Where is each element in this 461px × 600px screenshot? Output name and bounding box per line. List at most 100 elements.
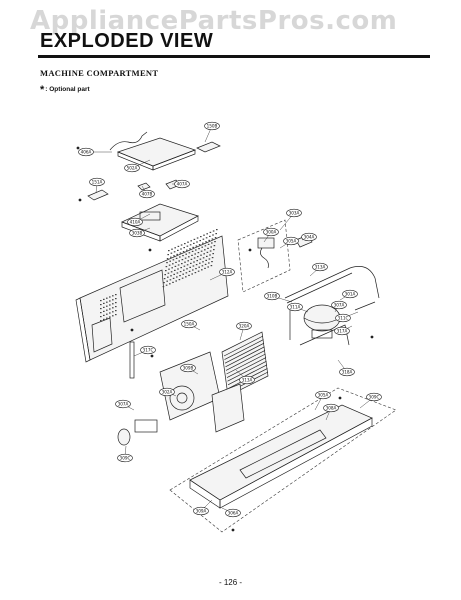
grille-slot bbox=[106, 301, 108, 303]
grille-slot bbox=[180, 244, 183, 246]
callout-label: 302A bbox=[162, 390, 173, 395]
title-rule bbox=[38, 55, 430, 58]
callout-label: 309C bbox=[120, 456, 131, 461]
page-number: - 126 - bbox=[218, 578, 243, 587]
optional-part-note: *: Optional part bbox=[40, 84, 90, 96]
coil-tube bbox=[225, 350, 266, 371]
grille-slot bbox=[178, 260, 180, 262]
callout-label: 300A bbox=[266, 230, 277, 235]
grille-slot bbox=[179, 252, 182, 254]
callout-300a: 300A bbox=[263, 227, 279, 243]
callout-bubble bbox=[236, 321, 252, 331]
callout-label: 301A bbox=[345, 292, 356, 297]
callout-label: 310B bbox=[267, 294, 278, 299]
grille-slot bbox=[198, 248, 200, 250]
callout-bubble bbox=[129, 228, 145, 238]
grille-slot bbox=[205, 259, 207, 261]
grille-slot bbox=[212, 230, 215, 232]
grille-slot bbox=[183, 247, 185, 249]
callout-label: 309A bbox=[196, 509, 207, 514]
grille-slot bbox=[115, 294, 117, 296]
grille-slot bbox=[174, 269, 176, 271]
callout-313a: 313A bbox=[235, 369, 255, 385]
grille-slot bbox=[177, 264, 180, 266]
callout-307a: 307A bbox=[331, 300, 347, 313]
callout-bubble bbox=[193, 506, 209, 516]
grille-slot bbox=[209, 250, 212, 252]
grille-slot bbox=[106, 297, 108, 299]
grille-slot bbox=[198, 266, 200, 268]
grille-slot bbox=[163, 278, 166, 280]
coil-tube bbox=[224, 342, 265, 364]
grille-slot bbox=[167, 254, 169, 256]
grille-slot bbox=[207, 266, 209, 268]
callout-bubble bbox=[312, 262, 328, 272]
grille-slot bbox=[100, 304, 102, 306]
grille-slot bbox=[170, 256, 172, 258]
grille-slot bbox=[206, 251, 209, 253]
grille-slot bbox=[177, 245, 180, 247]
grille-slot bbox=[166, 280, 168, 282]
callout-bubble bbox=[323, 403, 339, 413]
grille-slot bbox=[181, 259, 184, 261]
grille-slot bbox=[168, 250, 170, 252]
grille-slot bbox=[182, 273, 184, 275]
callout-label: 313A bbox=[242, 378, 253, 383]
callout-bubble bbox=[301, 232, 317, 242]
grille-slot bbox=[163, 282, 165, 284]
grille-slot bbox=[199, 262, 201, 264]
base-plate bbox=[189, 404, 373, 509]
grille-slot bbox=[175, 257, 178, 259]
callout-label: 406A bbox=[81, 150, 92, 155]
grille-slot bbox=[209, 254, 211, 256]
callout-bubble bbox=[139, 189, 155, 199]
screw-icon bbox=[76, 146, 80, 150]
callout-label: 407A bbox=[177, 182, 188, 187]
coil-tube bbox=[224, 339, 264, 360]
grille-slot bbox=[208, 258, 211, 260]
drain-pan-part bbox=[117, 428, 131, 446]
grille-slot bbox=[173, 273, 175, 275]
grille-slot bbox=[172, 281, 174, 283]
grille-slot bbox=[106, 309, 108, 311]
grille-slot bbox=[177, 268, 179, 270]
grille-slot bbox=[191, 273, 193, 275]
callout-label: 309B bbox=[183, 366, 194, 371]
grille-slot bbox=[205, 237, 208, 239]
callout-318a: 318A bbox=[337, 359, 355, 377]
grille-slot bbox=[173, 255, 175, 257]
callout-309c: 309C bbox=[359, 392, 382, 409]
grille-slot bbox=[103, 310, 105, 312]
base-outline bbox=[169, 387, 397, 533]
grille-slot bbox=[103, 298, 105, 300]
callout-label: 308A bbox=[326, 406, 337, 411]
grille-slot bbox=[193, 261, 195, 263]
grille-slot bbox=[190, 258, 193, 260]
grille-slot bbox=[207, 243, 210, 245]
grille-slot bbox=[184, 243, 186, 245]
grille-slot bbox=[212, 234, 214, 236]
callout-307a: 307A bbox=[115, 399, 135, 411]
grille-slot bbox=[172, 263, 174, 265]
callout-bubble bbox=[115, 399, 131, 409]
grille-slot bbox=[213, 245, 216, 247]
grille-slot bbox=[208, 262, 210, 264]
grille-slot bbox=[183, 265, 186, 267]
grille-slot bbox=[115, 314, 117, 316]
grille-slot bbox=[184, 261, 186, 263]
grille-slot bbox=[209, 235, 211, 237]
grille-slot bbox=[200, 236, 202, 238]
callout-label: 306A bbox=[228, 511, 239, 516]
callout-502a: 502A bbox=[124, 159, 151, 173]
grille-slot bbox=[188, 270, 191, 272]
screw-icon bbox=[248, 248, 252, 252]
callout-bubble bbox=[342, 289, 358, 299]
callout-bubble bbox=[204, 121, 220, 131]
screw-icon bbox=[231, 528, 235, 532]
screw-icon bbox=[370, 335, 374, 339]
grille-slot bbox=[191, 254, 193, 256]
grille-slot bbox=[109, 316, 111, 318]
callout-313a: 313A bbox=[309, 262, 328, 277]
top-cover bbox=[109, 131, 221, 171]
grille-slot bbox=[202, 242, 204, 244]
